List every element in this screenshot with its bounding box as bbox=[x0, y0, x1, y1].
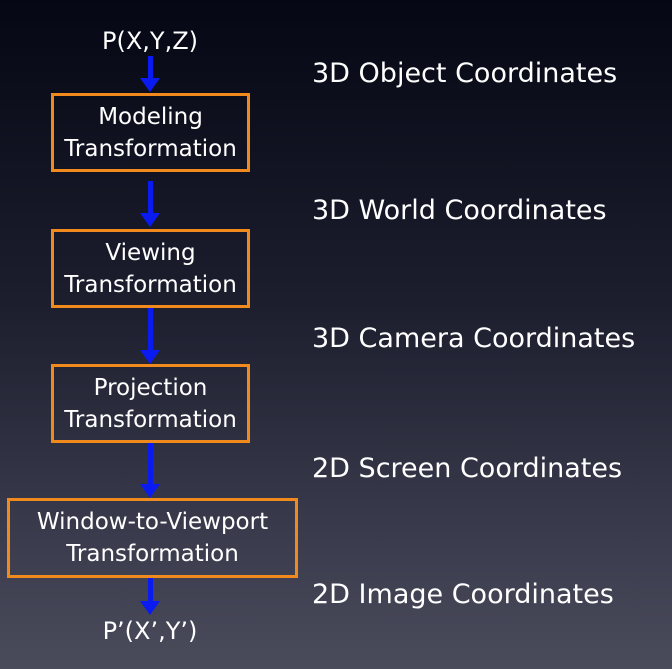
space-label-image: 2D Image Coordinates bbox=[312, 579, 614, 610]
arrow-viewport-to-output bbox=[140, 578, 160, 615]
stage-line1: Projection bbox=[93, 374, 208, 401]
arrow-head-icon bbox=[140, 601, 160, 615]
space-label-camera: 3D Camera Coordinates bbox=[312, 323, 636, 354]
modeling-transformation-box: Modeling Transformation bbox=[51, 93, 250, 172]
projection-transformation-box: Projection Transformation bbox=[51, 364, 250, 443]
stage-line1: Modeling bbox=[98, 103, 203, 130]
stage-line2: Transformation bbox=[64, 271, 237, 298]
arrow-projection-to-viewport bbox=[140, 443, 160, 498]
output-point-label: P’(X’,Y’) bbox=[102, 617, 198, 645]
stage-line2: Transformation bbox=[66, 541, 239, 567]
arrow-viewing-to-projection bbox=[140, 308, 160, 364]
space-label-world: 3D World Coordinates bbox=[312, 195, 607, 226]
arrow-head-icon bbox=[140, 350, 160, 364]
arrow-head-icon bbox=[140, 484, 160, 498]
arrow-head-icon bbox=[140, 78, 160, 92]
arrow-modeling-to-viewing bbox=[140, 181, 160, 227]
space-label-object: 3D Object Coordinates bbox=[312, 58, 618, 89]
window-to-viewport-transformation-box: Window-to-Viewport Transformation bbox=[7, 498, 298, 578]
viewing-transformation-box: Viewing Transformation bbox=[51, 229, 250, 308]
stage-line1: Viewing bbox=[105, 239, 196, 266]
input-point-label: P(X,Y,Z) bbox=[102, 27, 198, 55]
stage-line2: Transformation bbox=[64, 135, 237, 162]
stage-line1: Window-to-Viewport bbox=[36, 509, 269, 535]
arrow-head-icon bbox=[140, 213, 160, 227]
arrow-input-to-modeling bbox=[140, 56, 160, 92]
stage-line2: Transformation bbox=[64, 406, 237, 433]
space-label-screen: 2D Screen Coordinates bbox=[312, 453, 623, 484]
